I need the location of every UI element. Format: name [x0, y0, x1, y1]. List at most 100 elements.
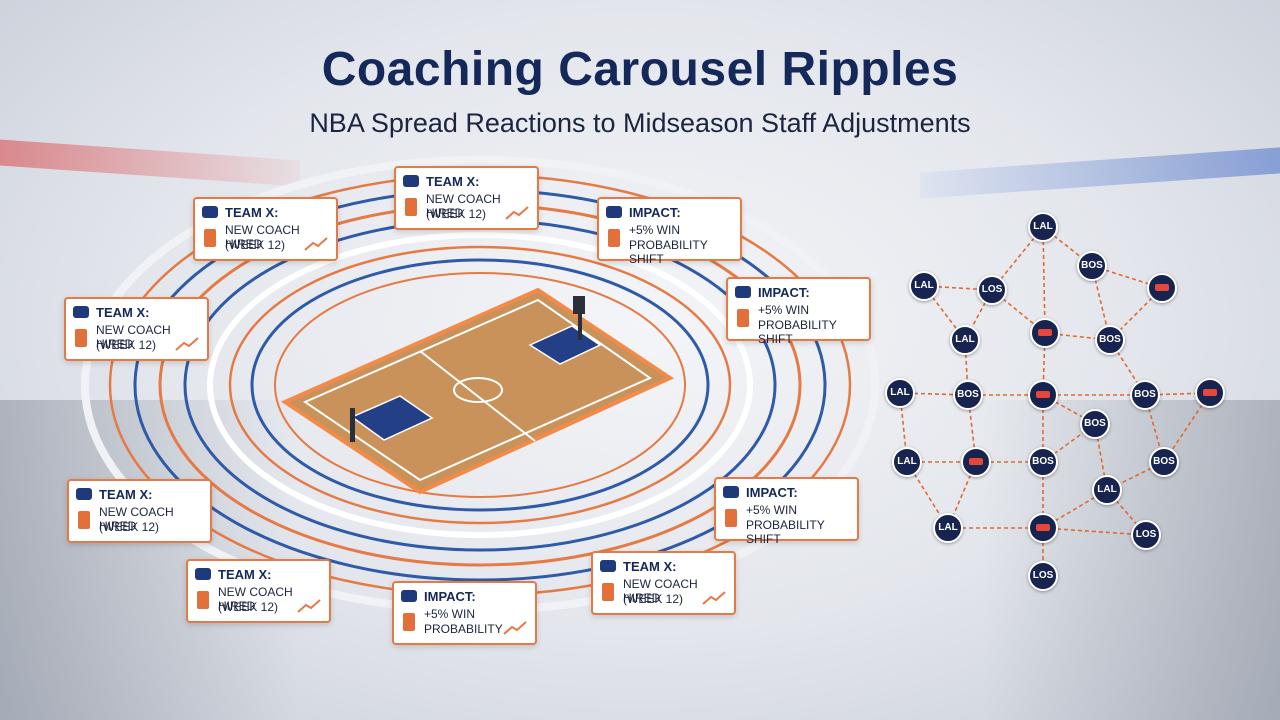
info-card-4: TEAM X: NEW COACH HIRED (WEEK 12) [64, 297, 209, 361]
network-node: BOS [953, 380, 983, 410]
trend-up-icon [304, 237, 328, 251]
team-logo-icon [401, 590, 417, 602]
network-node: LAL [885, 378, 915, 408]
card-line-1: +5% WIN [629, 223, 681, 237]
card-line-1: NEW COACH HIRED [225, 223, 300, 251]
card-line-2: PROBABILITY [424, 622, 503, 636]
team-logo-icon [1036, 391, 1050, 398]
card-line-1: NEW COACH HIRED [623, 577, 698, 605]
card-heading: IMPACT: [629, 205, 681, 220]
team-logo-icon [737, 309, 749, 327]
network-edge [1042, 489, 1108, 529]
card-line-2: PROBABILITY SHIFT [758, 318, 837, 346]
network-node: BOS [1080, 409, 1110, 439]
team-logo-icon [403, 613, 415, 631]
team-logo-icon [608, 229, 620, 247]
card-line-2: PROBABILITY SHIFT [746, 518, 825, 546]
network-edge [1042, 226, 1046, 334]
card-line-1: +5% WIN [424, 607, 476, 621]
network-node: BOS [1028, 447, 1058, 477]
nba-logo-icon [197, 591, 209, 609]
network-node [1028, 513, 1058, 543]
player-icon [405, 198, 417, 216]
team-logo-icon [195, 568, 211, 580]
card-line-2: (WEEK 12) [99, 520, 160, 534]
network-node: BOS [1077, 251, 1107, 281]
info-card-1: TEAM X: NEW COACH HIRED (WEEK 12) [193, 197, 338, 261]
card-heading: TEAM X: [426, 174, 480, 189]
network-node: LAL [1028, 212, 1058, 242]
team-logo-icon [73, 306, 89, 318]
info-card-2: TEAM X: NEW COACH HIRED (WEEK 12) [394, 166, 539, 230]
team-logo-icon [606, 206, 622, 218]
ripple-rings [81, 156, 879, 614]
network-node [1195, 378, 1225, 408]
trend-up-icon [503, 621, 527, 635]
card-line-2: (WEEK 12) [218, 600, 279, 614]
card-line-1: NEW COACH HIRED [96, 323, 171, 351]
card-line-2: PROBABILITY SHIFT [629, 238, 708, 266]
card-line-2: (WEEK 12) [426, 207, 487, 221]
player-icon [725, 509, 737, 527]
trend-up-icon [175, 337, 199, 351]
info-card-8: TEAM X: NEW COACH HIRED (WEEK 12) [186, 559, 331, 623]
info-card-7: IMPACT: +5% WIN PROBABILITY SHIFT [714, 477, 859, 546]
card-line-2: (WEEK 12) [225, 238, 286, 252]
network-edge [1042, 527, 1147, 536]
basketball-court [280, 287, 675, 495]
network-node: LAL [892, 447, 922, 477]
network-node: LOS [1131, 520, 1161, 550]
network-node: LAL [950, 325, 980, 355]
team-logo-icon [75, 329, 87, 347]
card-line-1: +5% WIN [758, 303, 810, 317]
trend-up-icon [505, 206, 529, 220]
network-node: BOS [1149, 447, 1179, 477]
team-logo-icon [403, 175, 419, 187]
nba-logo-icon [78, 511, 90, 529]
network-edge [1109, 287, 1163, 341]
team-logo-icon [1155, 284, 1169, 291]
card-heading: TEAM X: [96, 305, 150, 320]
info-card-5: IMPACT: +5% WIN PROBABILITY SHIFT [726, 277, 871, 346]
card-heading: TEAM X: [218, 567, 272, 582]
network-node: BOS [1095, 325, 1125, 355]
network-node: LOS [977, 275, 1007, 305]
card-heading: IMPACT: [758, 285, 810, 300]
card-heading: TEAM X: [99, 487, 153, 502]
card-line-1: NEW COACH HIRED [426, 192, 501, 220]
network-node [1147, 273, 1177, 303]
team-logo-icon [723, 486, 739, 498]
page-subtitle: NBA Spread Reactions to Midseason Staff … [309, 108, 971, 138]
team-logo-icon [735, 286, 751, 298]
network-node: BOS [1130, 380, 1160, 410]
card-line-1: NEW COACH HIRED [218, 585, 293, 613]
network-node [1030, 318, 1060, 348]
team-logo-icon [600, 560, 616, 572]
info-card-6: TEAM X: NEW COACH HIRED (WEEK 12) [67, 479, 212, 543]
info-card-3: IMPACT: +5% WIN PROBABILITY SHIFT [597, 197, 742, 266]
card-line-1: +5% WIN [746, 503, 798, 517]
network-node: LAL [909, 271, 939, 301]
card-line-2: (WEEK 12) [623, 592, 684, 606]
team-logo-icon [1203, 389, 1217, 396]
card-heading: IMPACT: [424, 589, 476, 604]
trend-up-icon [702, 591, 726, 605]
network-node: LOS [1028, 561, 1058, 591]
network-node: LAL [1092, 475, 1122, 505]
card-heading: TEAM X: [225, 205, 279, 220]
network-edge [1091, 265, 1163, 289]
card-line-2: (WEEK 12) [96, 338, 157, 352]
info-card-9: IMPACT: +5% WIN PROBABILITY [392, 581, 537, 645]
team-logo-icon [76, 488, 92, 500]
player-icon [602, 583, 614, 601]
card-heading: TEAM X: [623, 559, 677, 574]
team-logo-icon [969, 458, 983, 465]
team-logo-icon [202, 206, 218, 218]
team-logo-icon [1038, 329, 1052, 336]
nba-logo-icon [204, 229, 216, 247]
trend-up-icon [297, 599, 321, 613]
info-card-10: TEAM X: NEW COACH HIRED (WEEK 12) [591, 551, 736, 615]
card-line-1: NEW COACH HIRED [99, 505, 174, 533]
team-logo-icon [1036, 524, 1050, 531]
